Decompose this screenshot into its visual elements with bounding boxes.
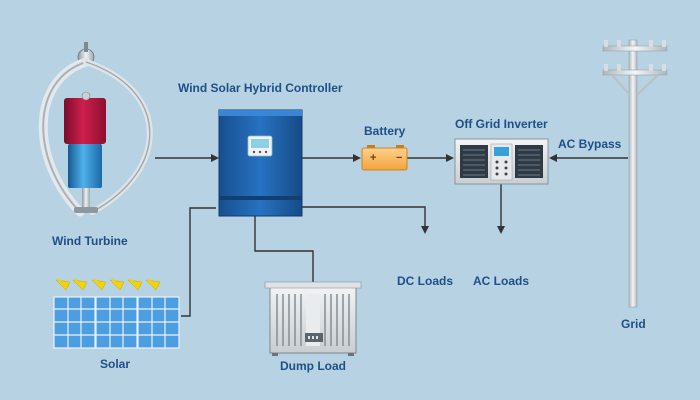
arrow-head: [446, 154, 454, 162]
battery-label: Battery: [364, 124, 406, 138]
arrow-head: [353, 154, 361, 162]
ac-loads-label: AC Loads: [473, 274, 530, 288]
controller-label: Wind Solar Hybrid Controller: [178, 81, 343, 95]
arrow-head: [211, 154, 219, 162]
dump-load-resistor-icon: [264, 281, 362, 356]
wire-controller-dcloads: [302, 206, 426, 226]
wiring: [155, 154, 628, 317]
ac-bypass-label: AC Bypass: [558, 137, 622, 151]
wire-controller-dumpload: [254, 216, 314, 285]
arrow-head: [549, 154, 557, 162]
wire-solar-controller: [181, 207, 216, 317]
arrow-head: [421, 226, 429, 234]
inverter-label: Off Grid Inverter: [455, 117, 548, 131]
battery-icon: [361, 145, 408, 171]
solar-panel-icon: [53, 278, 180, 349]
vertical-axis-wind-turbine-icon: [38, 42, 153, 217]
battery-positive-label: +: [370, 152, 376, 164]
utility-pole-icon: [602, 39, 668, 308]
battery-negative-label: −: [396, 152, 402, 164]
grid-label: Grid: [621, 317, 646, 331]
hybrid-controller-icon: [218, 109, 303, 217]
wind-turbine-label: Wind Turbine: [52, 234, 128, 248]
dump-load-label: Dump Load: [280, 359, 346, 373]
dc-loads-label: DC Loads: [397, 274, 454, 288]
arrow-head: [497, 226, 505, 234]
solar-label: Solar: [100, 357, 131, 371]
inverter-icon: [454, 138, 549, 185]
